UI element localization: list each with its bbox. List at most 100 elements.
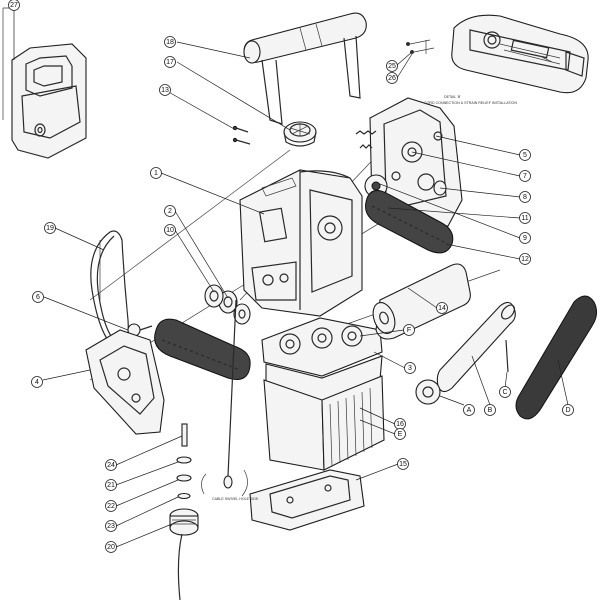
- callout-20: 20: [105, 541, 117, 553]
- part-13-screws: [232, 125, 251, 145]
- callout-27: 27: [8, 0, 20, 11]
- callout-label: 9: [523, 235, 527, 242]
- part-23-washer: [177, 492, 191, 500]
- callout-bubble: [8, 0, 20, 11]
- callout-label: 14: [438, 305, 446, 312]
- callout-label: E: [398, 431, 403, 438]
- callout-bubble: [105, 500, 117, 512]
- callout-C: C: [499, 386, 511, 398]
- callout-D: D: [562, 404, 574, 416]
- callout-bubble: [519, 170, 531, 182]
- callout-A: A: [463, 404, 475, 416]
- part-21-washer: [176, 456, 192, 464]
- callout-bubble: [105, 520, 117, 532]
- callout-bubble: [159, 84, 171, 96]
- callout-label: 11: [521, 215, 528, 222]
- callout-label: 2: [168, 208, 172, 215]
- callout-label: 13: [161, 87, 169, 94]
- part-18-handle: [243, 12, 367, 125]
- callout-5: 5: [519, 149, 531, 161]
- callout-9: 9: [519, 232, 531, 244]
- callout-label: C: [502, 389, 507, 396]
- callout-8: 8: [519, 191, 531, 203]
- callout-27-bracket: [2, 7, 10, 120]
- callout-E: E: [394, 428, 406, 440]
- callout-bubble: [519, 149, 531, 161]
- part-27-side-cover: [11, 43, 87, 159]
- callout-7: 7: [519, 170, 531, 182]
- part-1-housing: [239, 169, 363, 317]
- callout-4: 4: [31, 376, 43, 388]
- part-left-track: [154, 318, 251, 380]
- callout-label: 18: [166, 39, 174, 46]
- part-d-brush: [515, 295, 598, 420]
- callout-label: 3: [408, 365, 412, 372]
- callout-13: 13: [159, 84, 171, 96]
- callout-label: 22: [107, 503, 115, 510]
- callout-bubble: [562, 404, 574, 416]
- callout-6: 6: [32, 291, 44, 303]
- callout-bubble: [31, 376, 43, 388]
- callout-B: B: [484, 404, 496, 416]
- part-b-tube: [436, 301, 516, 393]
- part-12-right-track: [365, 190, 454, 254]
- callout-bubble: [105, 479, 117, 491]
- callout-label: 26: [388, 75, 396, 82]
- callout-label: 21: [107, 482, 115, 489]
- detail-b-title: DETAIL 'B': [444, 95, 461, 99]
- callout-F: F: [403, 324, 415, 336]
- callout-layer: [13, 7, 569, 548]
- callout-15: 15: [397, 458, 409, 470]
- callout-bubble: [164, 205, 176, 217]
- callout-label: 1: [154, 170, 158, 177]
- callout-18: 18: [164, 36, 176, 48]
- callout-14: 14: [436, 302, 448, 314]
- part-22-washer: [176, 474, 192, 482]
- part-10-bearing: [204, 284, 251, 325]
- callout-label: 24: [107, 462, 115, 469]
- callout-19: 19: [44, 222, 56, 234]
- callout-bubble: [403, 324, 415, 336]
- callout-label: 7: [523, 173, 527, 180]
- callout-bubble: [484, 404, 496, 416]
- callout-26: 26: [386, 72, 398, 84]
- callout-label: B: [488, 407, 493, 414]
- callout-16: 16: [394, 418, 406, 430]
- callout-10: 10: [164, 224, 176, 236]
- callout-22: 22: [105, 500, 117, 512]
- callout-bubble: [386, 72, 398, 84]
- callout-bubble: [394, 428, 406, 440]
- callout-bubble: [386, 60, 398, 72]
- callout-bubble: [32, 291, 44, 303]
- part-20-swivel: [169, 508, 199, 600]
- callout-label: 12: [521, 256, 529, 263]
- callout-bubble: [436, 302, 448, 314]
- callout-3: 3: [404, 362, 416, 374]
- callout-bubble: [105, 459, 117, 471]
- callout-2: 2: [164, 205, 176, 217]
- callout-label: D: [565, 407, 570, 414]
- callout-label: 23: [107, 523, 115, 530]
- callout-23: 23: [105, 520, 117, 532]
- callout-bubble: [519, 191, 531, 203]
- callout-label: 19: [46, 225, 54, 232]
- callout-12: 12: [519, 253, 531, 265]
- callout-bubble: [164, 56, 176, 68]
- part-16-filter-bag: [263, 375, 385, 471]
- part-4-lower-side-plate: [85, 329, 165, 435]
- callout-bubble: [499, 386, 511, 398]
- callout-bubble: [404, 362, 416, 374]
- callout-label: 20: [107, 544, 115, 551]
- part-a-end-cap: [415, 379, 441, 405]
- part-3-pump-assembly: [261, 317, 383, 377]
- part-14-roller: [372, 263, 471, 340]
- callout-label: F: [407, 327, 411, 334]
- callout-label: 8: [523, 194, 527, 201]
- callout-25: 25: [386, 60, 398, 72]
- callout-bubble: [519, 232, 531, 244]
- callout-label: 5: [523, 152, 527, 159]
- detail-b-caption: CORD CONNECTION & STRAIN RELIEF INSTALLA…: [424, 101, 517, 105]
- callout-24: 24: [105, 459, 117, 471]
